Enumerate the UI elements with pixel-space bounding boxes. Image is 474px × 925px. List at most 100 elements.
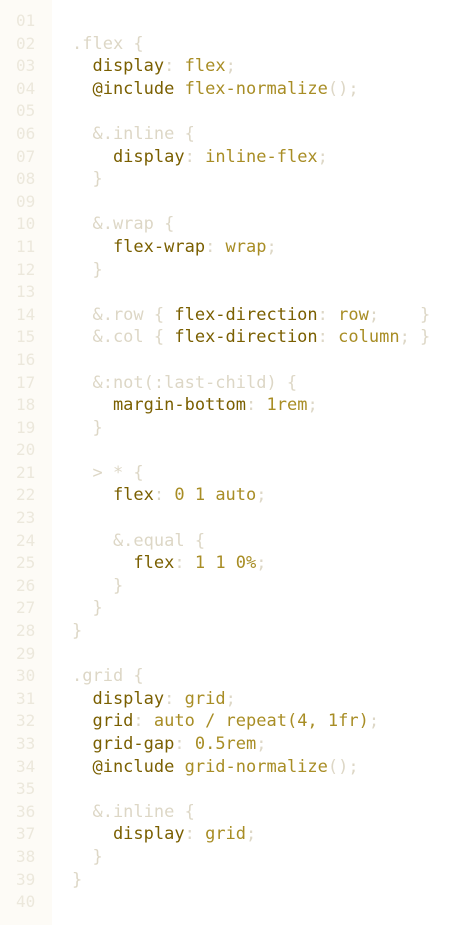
code-token: display [72, 56, 165, 77]
line-number: 03 [16, 56, 36, 76]
line-number: 05 [16, 101, 36, 121]
code-text: &.wrap { [72, 213, 174, 236]
code-text: > * { [72, 462, 144, 485]
line-number: 29 [16, 643, 36, 663]
code-line[interactable]: 09 [0, 191, 474, 214]
code-token: grid [72, 711, 134, 732]
code-token: display [72, 146, 185, 167]
code-line[interactable]: 28} [0, 620, 474, 643]
code-line[interactable]: 23 [0, 507, 474, 530]
line-number: 32 [16, 711, 36, 731]
code-line[interactable]: 06 &.inline { [0, 123, 474, 146]
code-line[interactable]: 33 grid-gap: 0.5rem; [0, 733, 474, 756]
code-text: } [72, 259, 103, 282]
code-line[interactable]: 26 } [0, 575, 474, 598]
code-token: : [164, 688, 185, 709]
code-line[interactable]: 04 @include flex-normalize(); [0, 78, 474, 101]
code-line[interactable]: 24 &.equal { [0, 530, 474, 553]
code-line[interactable]: 08 } [0, 168, 474, 191]
code-token: ; [256, 485, 267, 506]
line-number: 40 [16, 892, 36, 912]
line-number: 18 [16, 395, 36, 415]
code-line[interactable]: 29 [0, 643, 474, 666]
code-line[interactable]: 40 [0, 891, 474, 914]
code-token: } [72, 846, 103, 867]
code-line[interactable]: 32 grid: auto / repeat(4, 1fr); [0, 710, 474, 733]
code-line[interactable]: 30 .grid { [0, 665, 474, 688]
code-lines[interactable]: 01 02.flex {03 display: flex;04 @include … [0, 10, 474, 914]
code-line[interactable]: 17 &:not(:last-child) { [0, 372, 474, 395]
line-number: 22 [16, 485, 36, 505]
line-number: 30 [16, 666, 36, 686]
code-line[interactable]: 13 [0, 281, 474, 304]
code-text: &.row { flex-direction: row; } [72, 304, 430, 327]
code-token: (); [327, 78, 359, 99]
code-token: 0.5rem [194, 734, 257, 754]
code-line[interactable]: 39} [0, 869, 474, 892]
code-text: &.inline { [72, 801, 195, 824]
code-line[interactable]: 35 [0, 778, 474, 801]
code-token: auto / repeat(4, 1fr) [153, 711, 369, 732]
code-text: grid: auto / repeat(4, 1fr); [72, 710, 379, 733]
code-token: } [72, 598, 103, 619]
code-line[interactable]: 34 @include grid-normalize(); [0, 756, 474, 779]
code-line[interactable]: 11 flex-wrap: wrap; [0, 236, 474, 259]
code-token: : [205, 236, 226, 257]
code-line[interactable]: 03 display: flex; [0, 55, 474, 78]
line-number: 19 [16, 417, 36, 437]
code-token: 1 1 0% [194, 553, 257, 574]
code-text: display: grid; [72, 688, 235, 711]
line-number: 11 [16, 236, 36, 256]
line-number: 13 [16, 282, 36, 302]
code-text: } [72, 168, 102, 191]
code-token: : [184, 146, 206, 167]
code-token: } [72, 259, 103, 280]
code-text: } [72, 417, 102, 440]
line-number: 01 [16, 11, 36, 30]
code-token: &.inline { [72, 801, 195, 822]
line-number: 25 [16, 553, 36, 573]
code-line[interactable]: 20 [0, 439, 474, 462]
code-line[interactable]: 31 display: grid; [0, 688, 474, 711]
code-line[interactable]: 05 [0, 100, 474, 123]
code-text: &.inline { [72, 123, 194, 146]
code-line[interactable]: 19 } [0, 417, 474, 440]
line-number: 07 [16, 146, 36, 166]
code-line[interactable]: 12 } [0, 259, 474, 282]
code-token: ; [256, 553, 267, 574]
code-token: : [317, 304, 339, 325]
code-token: : [317, 327, 339, 348]
line-number: 35 [16, 779, 36, 799]
code-line[interactable]: 25 flex: 1 1 0%; [0, 552, 474, 575]
code-token: 1rem [266, 395, 308, 416]
code-line[interactable]: 02.flex { [0, 33, 474, 56]
line-number: 23 [16, 508, 36, 528]
code-line[interactable]: 14 &.row { flex-direction: row; } [0, 304, 474, 327]
code-line[interactable]: 36 &.inline { [0, 801, 474, 824]
code-token: (); [327, 756, 359, 777]
code-token: flex-wrap [72, 236, 206, 257]
code-token: flex-direction [174, 304, 318, 325]
code-text: flex-wrap: wrap; [72, 236, 277, 259]
code-line[interactable]: 10 &.wrap { [0, 213, 474, 236]
code-token: grid [184, 688, 226, 709]
code-token: .flex { [72, 33, 144, 54]
line-number: 36 [16, 801, 36, 821]
code-line[interactable]: 22 flex: 0 1 auto; [0, 484, 474, 507]
code-token: .grid { [72, 666, 144, 687]
code-line[interactable]: 27 } [0, 597, 474, 620]
code-token: ; [256, 734, 267, 754]
code-text: .flex { [72, 33, 144, 56]
code-line[interactable]: 18 margin-bottom: 1rem; [0, 394, 474, 417]
code-line[interactable]: 38 } [0, 846, 474, 869]
code-token: ; [307, 395, 318, 416]
code-line[interactable]: 16 [0, 349, 474, 372]
code-token: > * { [72, 462, 144, 483]
code-line[interactable]: 01 [0, 10, 474, 33]
code-line[interactable]: 37 display: grid; [0, 823, 474, 846]
code-token: 0 1 auto [174, 485, 257, 506]
code-line[interactable]: 21 > * { [0, 462, 474, 485]
code-line[interactable]: 15 &.col { flex-direction: column; } [0, 326, 474, 349]
code-line[interactable]: 07 display: inline-flex; [0, 146, 474, 169]
